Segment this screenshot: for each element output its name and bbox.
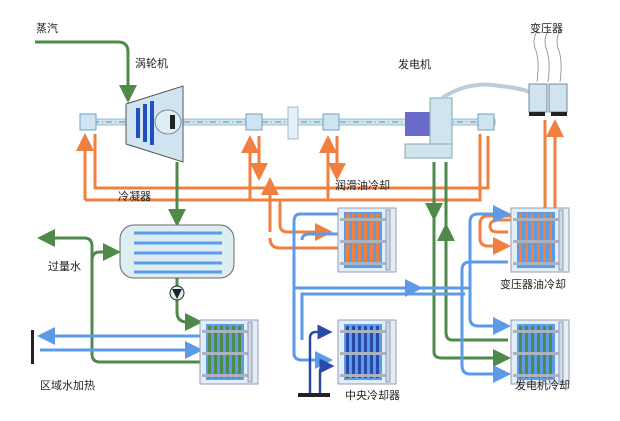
condensate-lines <box>37 162 511 367</box>
label-excess-water: 过量水 <box>48 260 81 273</box>
district-heater <box>199 319 259 385</box>
label-steam: 蒸汽 <box>36 22 58 35</box>
lube-oil-cooler <box>337 207 397 273</box>
cooling-water-lines <box>37 205 511 383</box>
label-generator-cooling: 发电机冷却 <box>515 379 570 392</box>
label-transformer: 变压器 <box>530 22 563 35</box>
generator-cooler <box>510 319 570 385</box>
label-transformer-oil-cooling: 变压器油冷却 <box>500 278 566 291</box>
generator <box>404 82 531 159</box>
turbine <box>125 85 184 163</box>
transformer <box>528 29 568 116</box>
coupling <box>287 106 299 140</box>
steam-line <box>35 40 137 103</box>
central-cooler <box>337 319 397 385</box>
central-water-lines <box>298 324 335 397</box>
label-central-cooler: 中央冷却器 <box>345 389 400 402</box>
condenser <box>119 224 235 279</box>
label-generator: 发电机 <box>398 58 431 71</box>
pump-icon <box>169 285 185 301</box>
label-lube-oil-cooling: 润滑油冷却 <box>335 179 390 192</box>
transformer-oil-cooler <box>510 207 570 273</box>
heat-exchangers <box>199 207 570 385</box>
label-district-heating: 区域水加热 <box>40 379 95 392</box>
label-condenser: 冷凝器 <box>118 190 151 203</box>
district-heating-header <box>31 330 34 364</box>
bearings <box>79 113 495 131</box>
lube-oil-lines <box>76 119 564 255</box>
label-turbine: 涡轮机 <box>135 57 168 70</box>
